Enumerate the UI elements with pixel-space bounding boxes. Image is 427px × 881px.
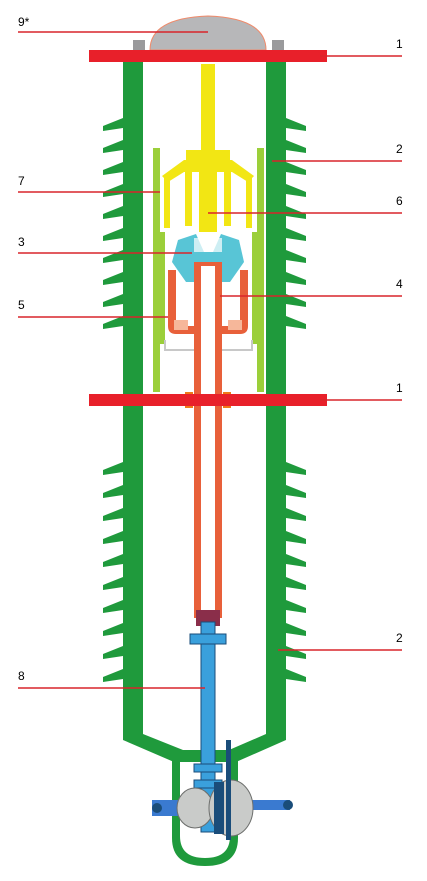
insulator-shed xyxy=(286,316,306,329)
label-5: 5 xyxy=(18,298,25,312)
insulator-shed xyxy=(286,508,306,521)
label-1-top: 1 xyxy=(396,37,403,51)
fixed-contact xyxy=(162,64,254,232)
insulator-shed xyxy=(286,462,306,475)
insulator-shed xyxy=(103,577,123,590)
insulator-shed xyxy=(103,294,123,307)
insulator-shed xyxy=(103,272,123,285)
nozzle xyxy=(172,234,244,282)
insulator-shed xyxy=(286,228,306,241)
insulator-shed xyxy=(286,577,306,590)
insulator-shed xyxy=(103,162,123,175)
label-2-top: 2 xyxy=(396,142,403,156)
field-shield xyxy=(153,148,264,392)
insulator-shed xyxy=(103,485,123,498)
label-2-bottom: 2 xyxy=(396,631,403,645)
insulator-shed xyxy=(103,600,123,613)
label-1-mid: 1 xyxy=(396,381,403,395)
insulator-shed xyxy=(103,646,123,659)
label-8: 8 xyxy=(18,669,25,683)
insulator-shed xyxy=(286,118,306,131)
drive-shaft xyxy=(152,740,293,840)
insulator-shed xyxy=(103,184,123,197)
cap-bolt-right xyxy=(272,40,284,50)
insulator-shed xyxy=(103,623,123,636)
insulator-shed xyxy=(286,646,306,659)
insulator-shed xyxy=(103,250,123,263)
insulator-shed xyxy=(103,206,123,219)
label-3: 3 xyxy=(18,235,25,249)
insulator-shed xyxy=(103,228,123,241)
insulator-shed xyxy=(103,316,123,329)
puffer-cylinder xyxy=(168,270,248,334)
nozzle-throat xyxy=(194,238,222,252)
insulator-shed xyxy=(286,600,306,613)
insulator-shed xyxy=(103,462,123,475)
moving-contact-tube xyxy=(194,262,222,626)
insulator-shed xyxy=(103,531,123,544)
upper-insulator xyxy=(103,60,306,400)
operating-rod xyxy=(189,621,227,833)
top-cap xyxy=(149,15,267,51)
insulator-shed xyxy=(103,508,123,521)
insulator-shed xyxy=(286,554,306,567)
insulator-shed xyxy=(103,554,123,567)
label-9: 9* xyxy=(18,15,30,29)
insulator-shed xyxy=(286,250,306,263)
label-6: 6 xyxy=(396,194,403,208)
insulator-shed xyxy=(103,669,123,682)
insulator-shed xyxy=(103,140,123,153)
label-7: 7 xyxy=(18,174,25,188)
top-flange xyxy=(89,50,327,62)
insulator-shed xyxy=(286,162,306,175)
mechanism-housing xyxy=(172,760,238,866)
insulator-shed xyxy=(286,623,306,636)
mid-flange-band xyxy=(123,394,286,406)
leader-lines xyxy=(18,31,402,689)
label-4: 4 xyxy=(396,277,403,291)
insulator-shed xyxy=(286,184,306,197)
cap-bolt-left xyxy=(133,40,145,50)
insulator-shed xyxy=(286,294,306,307)
insulator-shed xyxy=(286,272,306,285)
insulator-shed xyxy=(103,118,123,131)
insulator-shed xyxy=(286,485,306,498)
insulator-shed xyxy=(286,531,306,544)
insulator-shed xyxy=(286,140,306,153)
insulator-shed xyxy=(286,669,306,682)
lower-insulator xyxy=(103,404,306,762)
